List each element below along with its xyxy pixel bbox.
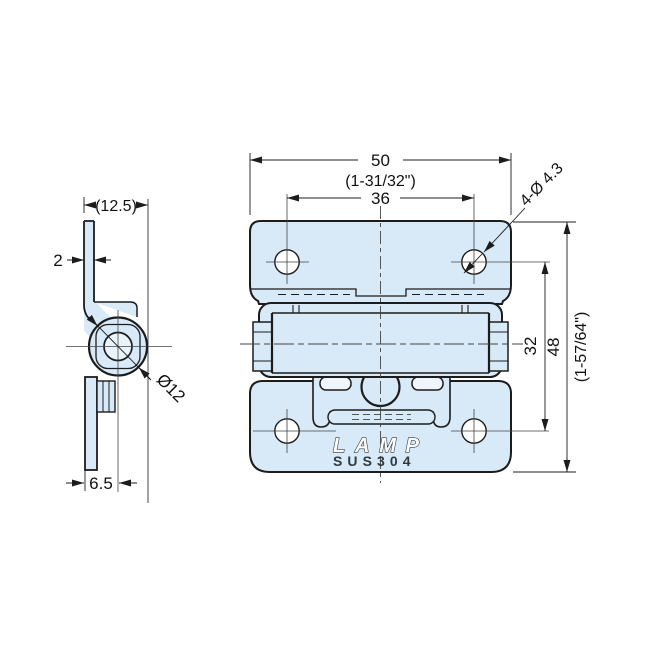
- side-knuckle-shoulder: [94, 301, 138, 317]
- bracket-notch-left: [319, 376, 352, 391]
- spring-plate-hidden-lines: [352, 414, 411, 420]
- side-bottom-leaf: [84, 376, 98, 471]
- spring-plate: [327, 409, 436, 425]
- hole-center-horizontals: [253, 261, 550, 432]
- dim-overall-height-inch-label: (1-57/64"): [573, 312, 590, 383]
- housing-ticks: [292, 305, 469, 313]
- side-leaf-bend-block: [96, 380, 116, 413]
- dim-flange-projection-label: (12.5): [95, 198, 137, 215]
- dim-pivot-offset-label: 6.5: [89, 474, 113, 493]
- dim-mounting-holes-label: 4-Ø 4.3: [517, 160, 567, 210]
- dim-overall-width-label: 50: [371, 151, 390, 170]
- material-label: SUS304: [333, 453, 411, 469]
- side-view: (12.5) 2 Ø12 6.5: [53, 197, 189, 503]
- dim-plate-thickness-label: 2: [53, 251, 62, 270]
- dim-knuckle-diameter-label: Ø12: [153, 370, 189, 406]
- dim-overall-height-label: 48: [544, 338, 563, 357]
- front-view: LAMP SUS304 50 (1-31/32") 36 4-Ø 4.3 32: [240, 151, 590, 483]
- dim-plate-thickness: 2: [53, 251, 111, 270]
- barrel-ends: [270, 313, 491, 373]
- dim-overall-width-inch-label: (1-31/32"): [345, 173, 416, 190]
- dim-overall-height: 48 (1-57/64"): [513, 221, 590, 473]
- dim-hole-pitch-vertical: 32: [521, 262, 549, 431]
- bracket-notch-right: [411, 376, 444, 391]
- dim-flange-projection: (12.5): [83, 197, 149, 503]
- pin-cap-ticks: [253, 331, 508, 362]
- dim-pivot-offset: 6.5: [66, 469, 137, 493]
- dim-hole-pitch-vertical-label: 32: [521, 337, 540, 356]
- dim-hole-pitch-horizontal: 36: [287, 189, 474, 208]
- dim-overall-width: 50 (1-31/32"): [249, 151, 512, 215]
- hole-center-verticals: [286, 194, 475, 453]
- side-leaf-bend-lines: [102, 381, 110, 412]
- pin-cap-left: [252, 321, 273, 372]
- dim-hole-pitch-horizontal-label: 36: [371, 189, 390, 208]
- top-leaf-lower-edge: [250, 288, 511, 297]
- pin-cap-right: [488, 321, 509, 372]
